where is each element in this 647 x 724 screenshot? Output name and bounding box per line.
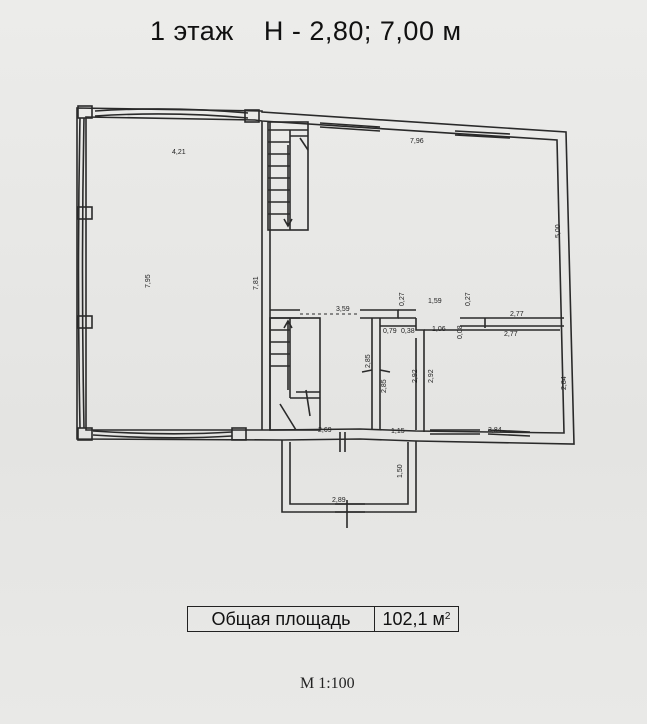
post [77, 206, 93, 220]
dim-2-92-right: 2,92 [428, 369, 435, 383]
outer-wall-inner [85, 116, 565, 434]
dim-0-08: 0,08 [457, 325, 464, 339]
total-area-label: Общая площадь [188, 607, 375, 631]
dim-0-79: 0,79 [383, 328, 397, 335]
stair-steps [270, 318, 320, 431]
inner-wall-h [270, 309, 300, 319]
glazing-bottom [92, 430, 233, 435]
dim-7-81: 7,81 [253, 276, 260, 290]
room-wall [371, 318, 381, 430]
door [487, 429, 531, 437]
height-label: H - 2,80; 7,00 м [263, 16, 462, 46]
window-top [454, 130, 511, 139]
door [339, 432, 346, 452]
floor-label: 1 этаж [150, 16, 234, 46]
post [77, 315, 93, 329]
post [77, 427, 93, 441]
glazing-left [77, 117, 81, 429]
post [244, 109, 260, 123]
dim-4-21: 4,21 [172, 149, 186, 156]
dim-2-84: 2,84 [561, 376, 568, 390]
dim-2-77-top: 2,77 [510, 311, 524, 318]
porch-door [335, 500, 365, 528]
scale-label: М 1:100 [300, 675, 355, 692]
door [430, 318, 486, 435]
dim-3-84: 3,84 [488, 427, 502, 434]
dim-7-95: 7,95 [145, 274, 152, 288]
outer-wall-outer [76, 107, 575, 445]
dim-1-59: 1,59 [428, 298, 442, 305]
dim-3-59: 3,59 [336, 306, 350, 313]
page-title: 1 этаж H - 2,80; 7,00 м [150, 16, 530, 47]
post [77, 105, 93, 119]
glazing-bottom-2 [92, 434, 233, 439]
inner-wall-h [460, 317, 564, 327]
porch-outer [281, 440, 417, 513]
glazing-top-2 [94, 113, 249, 119]
inner-wall-h [398, 309, 416, 319]
total-area-number: 102,1 м [382, 608, 445, 629]
stair-lower [269, 317, 321, 431]
glazing-left-2 [81, 117, 85, 429]
dim-2-69: 2,69 [318, 427, 332, 434]
stair-arrow [283, 319, 293, 390]
glazing-top [94, 108, 249, 114]
dim-7-96: 7,96 [410, 138, 424, 145]
inner-wall-h [360, 309, 399, 319]
dim-1-15: 1,15 [391, 428, 405, 435]
dim-2-85-upper: 2,85 [365, 354, 372, 368]
room-wall [415, 318, 425, 432]
dim-2-85-lower: 2,85 [381, 379, 388, 393]
dim-5-00: 5,00 [555, 224, 562, 238]
post [231, 427, 247, 441]
door [361, 369, 391, 373]
stair-steps [268, 129, 309, 230]
window-top [319, 122, 381, 132]
dim-1-50: 1,50 [397, 464, 404, 478]
area-unit-sup: 2 [444, 610, 451, 622]
stair-arrow [283, 145, 293, 228]
dim-2-89: 2,89 [332, 497, 346, 504]
dim-0-27-right: 0,27 [465, 292, 472, 306]
dim-2-92-left: 2,92 [412, 369, 419, 383]
dim-1-06: 1,06 [432, 326, 446, 333]
dim-2-77-bottom: 2,77 [504, 331, 518, 338]
dim-0-27-left: 0,27 [399, 292, 406, 306]
dim-0-38: 0,38 [401, 328, 415, 335]
porch-inner [289, 442, 409, 505]
stair-upper [267, 121, 309, 231]
